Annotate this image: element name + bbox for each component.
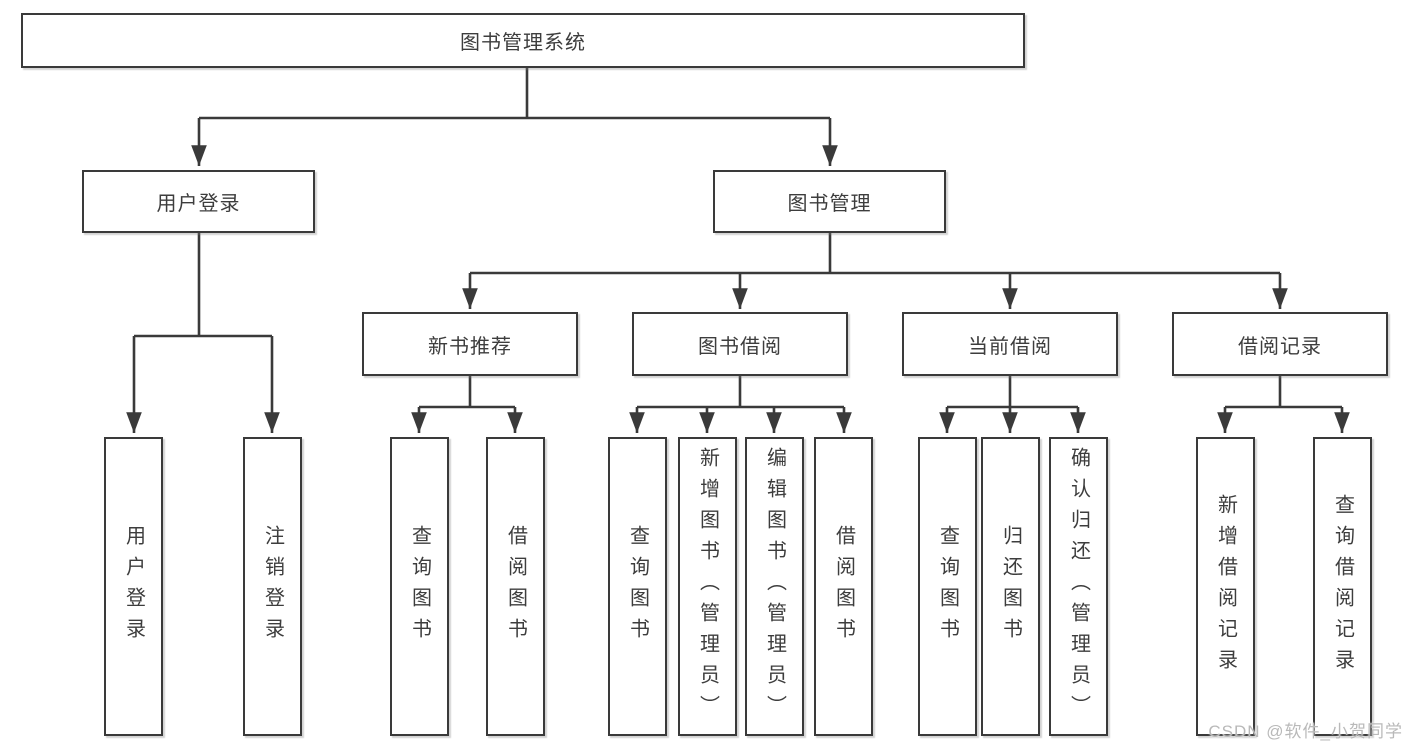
leaf-logout-login: 注销登录 [243, 437, 302, 736]
node-label: 借阅记录 [1238, 335, 1322, 358]
node-label: 确认归还（管理员） [1067, 447, 1090, 726]
leaf-query-borrow-record: 查询借阅记录 [1313, 437, 1372, 736]
node-root: 图书管理系统 [21, 13, 1025, 68]
node-current-borrow: 当前借阅 [902, 312, 1118, 376]
watermark: CSDN @软件_小贺同学 [1208, 722, 1403, 741]
node-label: 当前借阅 [968, 335, 1052, 358]
node-user-login: 用户登录 [82, 170, 315, 233]
node-label: 查询图书 [936, 524, 959, 649]
node-label: 查询图书 [626, 524, 649, 649]
node-label: 新书推荐 [428, 335, 512, 358]
node-label: 归还图书 [999, 524, 1022, 649]
node-label: 注销登录 [261, 524, 284, 649]
leaf-query-books-borrow: 查询图书 [608, 437, 667, 736]
node-label: 图书管理系统 [460, 32, 586, 54]
leaf-edit-books-admin: 编辑图书（管理员） [745, 437, 804, 736]
node-label: 查询图书 [408, 524, 431, 649]
node-label: 查询借阅记录 [1331, 493, 1354, 680]
node-book-management: 图书管理 [713, 170, 946, 233]
node-label: 用户登录 [156, 193, 241, 215]
node-label: 借阅图书 [832, 524, 855, 649]
leaf-query-books-recommend: 查询图书 [390, 437, 449, 736]
node-label: 借阅图书 [504, 524, 527, 649]
node-label: 图书借阅 [698, 335, 782, 358]
leaf-add-borrow-record: 新增借阅记录 [1196, 437, 1255, 736]
node-new-book-recommend: 新书推荐 [362, 312, 578, 376]
leaf-borrow-books: 借阅图书 [814, 437, 873, 736]
leaf-add-books-admin: 新增图书（管理员） [678, 437, 737, 736]
leaf-confirm-return-admin: 确认归还（管理员） [1049, 437, 1108, 736]
leaf-user-login: 用户登录 [104, 437, 163, 736]
node-book-borrow: 图书借阅 [632, 312, 848, 376]
leaf-return-books: 归还图书 [981, 437, 1040, 736]
node-borrow-records: 借阅记录 [1172, 312, 1388, 376]
node-label: 编辑图书（管理员） [763, 447, 786, 726]
node-label: 用户登录 [122, 524, 145, 649]
node-label: 新增图书（管理员） [696, 447, 719, 726]
connector-segments [134, 68, 1342, 409]
leaf-query-books-current: 查询图书 [918, 437, 977, 736]
leaf-borrow-books-recommend: 借阅图书 [486, 437, 545, 736]
node-label: 新增借阅记录 [1214, 493, 1237, 680]
node-label: 图书管理 [787, 193, 872, 215]
